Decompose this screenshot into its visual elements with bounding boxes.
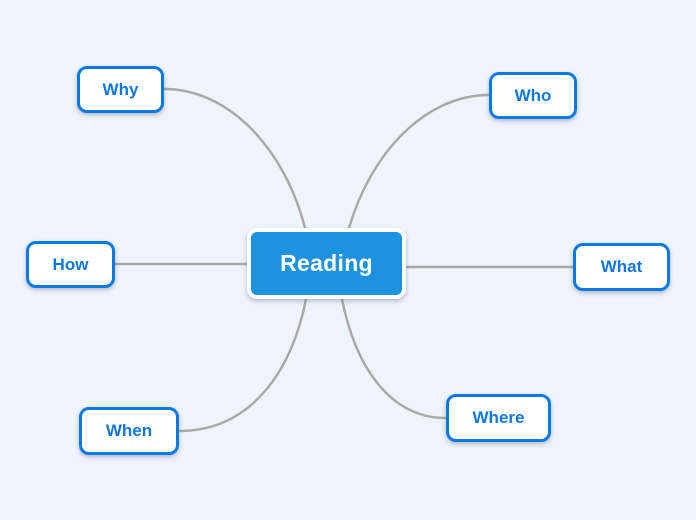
branch-node-when[interactable]: When [79, 407, 179, 455]
edge-reading-to-who [347, 93, 491, 230]
branch-node-where[interactable]: Where [446, 394, 551, 442]
branch-label-when: When [105, 421, 153, 440]
branch-node-who[interactable]: Who [489, 72, 577, 119]
branch-label-where: Where [472, 408, 525, 427]
edge-reading-to-where [340, 297, 448, 420]
branch-label-what: What [600, 257, 643, 276]
branch-label-why: Why [102, 79, 139, 99]
edge-reading-to-why [162, 87, 307, 230]
branch-node-how[interactable]: How [26, 241, 115, 288]
branch-label-who: Who [514, 85, 552, 105]
central-topic-label: Reading [280, 250, 373, 276]
branch-label-how: How [52, 254, 89, 274]
edge-reading-to-when [177, 297, 308, 433]
branch-node-why[interactable]: Why [77, 66, 164, 113]
central-topic-reading[interactable]: Reading [247, 228, 406, 299]
branch-node-what[interactable]: What [573, 243, 670, 291]
